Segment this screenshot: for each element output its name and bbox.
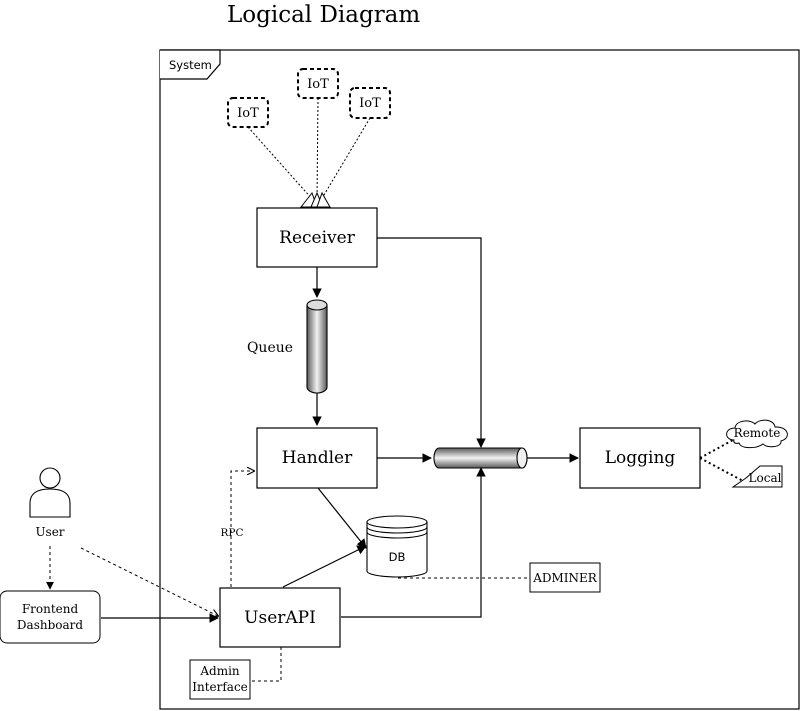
userapi-box: UserAPI (219, 587, 341, 648)
iot-right-label: IoT (359, 96, 381, 111)
iot-center-label: IoT (307, 77, 329, 92)
user-to-userapi-arrow (80, 547, 218, 616)
frontend-dashboard-box: Frontend Dashboard (0, 590, 101, 644)
adminer-label: ADMINER (532, 571, 598, 585)
queue-cylinder (306, 299, 328, 394)
receiver-box: Receiver (256, 207, 378, 268)
userapi-to-admin-line (250, 647, 282, 682)
user-label: User (35, 525, 64, 539)
db-label: DB (389, 550, 406, 564)
system-frame-label: System (169, 58, 212, 72)
admin-interface-box: Admin Interface (189, 659, 251, 700)
iot-left-label: IoT (237, 106, 259, 121)
handler-label: Handler (282, 448, 353, 468)
rpc-label: RPC (220, 527, 243, 539)
handler-to-db-arrow (317, 487, 367, 549)
userapi-to-log-pipe-arrow (341, 467, 486, 618)
dashed-connectors (46, 471, 529, 682)
aggregation-arrowhead (299, 191, 331, 208)
iot-connectors (247, 97, 371, 201)
logging-links (699, 439, 746, 483)
admin-interface-label-line1: Admin (199, 664, 240, 678)
handler-box: Handler (256, 427, 378, 489)
user-actor-icon (29, 467, 71, 518)
local-storage: Local (731, 465, 783, 488)
remote-label: Remote (734, 426, 781, 440)
diagram-title: Logical Diagram (227, 2, 420, 28)
logging-label: Logging (605, 448, 676, 468)
admin-interface-label-line2: Interface (192, 680, 248, 694)
iot-device-left: IoT (227, 97, 269, 128)
log-pipe (433, 447, 528, 469)
local-label: Local (749, 471, 782, 485)
system-frame: System (159, 49, 800, 710)
frontend-label-line1: Frontend (22, 602, 79, 616)
userapi-label: UserAPI (244, 608, 316, 628)
frontend-label-line2: Dashboard (17, 618, 83, 632)
queue-label: Queue (247, 340, 293, 356)
logging-box: Logging (579, 427, 701, 489)
rpc-arrow (230, 471, 254, 587)
adminer-box: ADMINER (529, 562, 601, 593)
iot-device-right: IoT (349, 87, 391, 119)
receiver-to-log-pipe-arrow (377, 237, 486, 448)
receiver-label: Receiver (279, 228, 356, 248)
solid-connectors (101, 237, 579, 623)
remote-cloud: Remote (726, 419, 788, 449)
userapi-to-db-arrow (282, 545, 367, 588)
iot-device-center: IoT (297, 68, 339, 99)
db-cylinder: DB (366, 515, 428, 578)
